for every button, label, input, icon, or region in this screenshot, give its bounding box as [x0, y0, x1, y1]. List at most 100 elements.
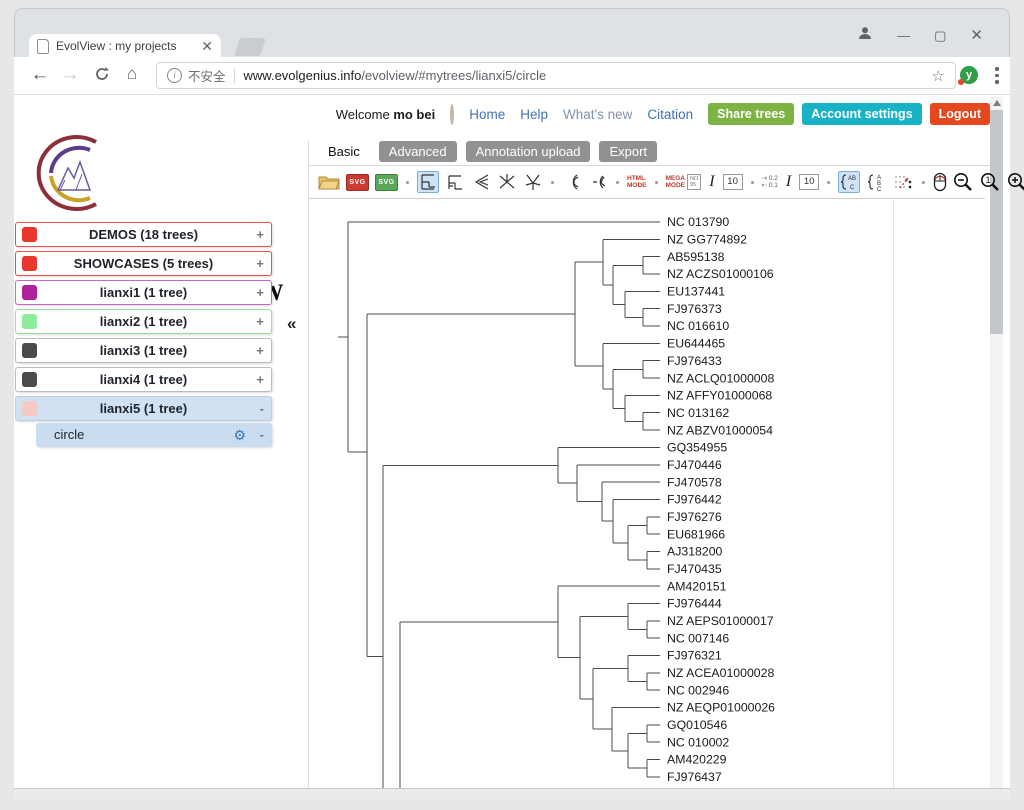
- reload-icon[interactable]: [90, 66, 114, 88]
- tab-annotation-upload[interactable]: Annotation upload: [466, 141, 591, 162]
- sidebar-item-lianxi4[interactable]: lianxi4 (1 tree)+: [15, 367, 272, 392]
- export-svg-red-icon[interactable]: SVG: [346, 174, 369, 191]
- minimize-icon[interactable]: —: [897, 27, 910, 45]
- leaf-label: AM420229: [667, 753, 727, 767]
- collapse-button[interactable]: -: [260, 397, 264, 420]
- share-trees-button[interactable]: Share trees: [708, 103, 794, 125]
- unrooted-tree-icon[interactable]: [497, 172, 517, 192]
- leaf-label: NZ ACLQ01000008: [667, 371, 774, 385]
- leaf-label: NZ ACEA01000028: [667, 666, 774, 680]
- mouse-mode-icon[interactable]: [933, 172, 947, 192]
- tab-close-icon[interactable]: ✕: [201, 38, 213, 55]
- project-label: lianxi3 (1 tree): [16, 339, 271, 362]
- sidebar-item-lianxi3[interactable]: lianxi3 (1 tree)+: [15, 338, 272, 363]
- tree-item-circle[interactable]: circle ⚙ -: [36, 423, 272, 447]
- collapse-tree-button[interactable]: -: [260, 423, 264, 447]
- leaf-label: EU644465: [667, 337, 725, 351]
- sidebar-collapse-handle[interactable]: «: [287, 314, 296, 334]
- expand-button[interactable]: +: [256, 223, 264, 246]
- sidebar-item-lianxi5[interactable]: lianxi5 (1 tree)-: [15, 396, 272, 421]
- project-list: DEMOS (18 trees)+ SHOWCASES (5 trees)+ lia…: [15, 222, 272, 425]
- bookmark-star-icon[interactable]: ☆: [932, 67, 945, 85]
- site-header: Welcome mo bei HomeHelpWhat's newCitatio…: [390, 96, 990, 132]
- leaf-label: EU137441: [667, 285, 725, 299]
- sidebar-item-demos[interactable]: DEMOS (18 trees)+: [15, 222, 272, 247]
- open-folder-icon[interactable]: [318, 173, 340, 191]
- svg-text:C: C: [850, 185, 855, 191]
- sort-leaf-labels-icon[interactable]: ABC: [866, 172, 886, 192]
- project-label: lianxi2 (1 tree): [16, 310, 271, 333]
- project-label: lianxi5 (1 tree): [16, 397, 271, 420]
- expand-button[interactable]: +: [256, 252, 264, 275]
- url-path: /evolview/#mytrees/lianxi5/circle: [361, 68, 546, 83]
- page-scrollbar-thumb[interactable]: [990, 110, 1003, 334]
- nav-link-help[interactable]: Help: [520, 107, 548, 122]
- tab-export[interactable]: Export: [599, 141, 657, 162]
- project-label: lianxi4 (1 tree): [16, 368, 271, 391]
- tab-basic[interactable]: Basic: [318, 141, 370, 162]
- expand-button[interactable]: +: [256, 368, 264, 391]
- star-tree-icon[interactable]: [523, 172, 543, 192]
- user-avatar-icon[interactable]: [450, 104, 454, 125]
- leaf-label: FJ470435: [667, 562, 722, 576]
- url-field[interactable]: i 不安全 www.evolgenius.info /evolview/#myt…: [156, 62, 956, 89]
- expand-button[interactable]: +: [256, 281, 264, 304]
- logout-button[interactable]: Logout: [930, 103, 990, 125]
- account-settings-button[interactable]: Account settings: [802, 103, 921, 125]
- zoom-reset-icon[interactable]: 1: [979, 171, 1001, 193]
- gear-icon[interactable]: ⚙: [233, 423, 246, 447]
- sidebar-item-lianxi2[interactable]: lianxi2 (1 tree)+: [15, 309, 272, 334]
- branch-label-italic-icon[interactable]: I: [784, 173, 793, 191]
- circular-tree-icon[interactable]: [562, 172, 582, 192]
- phylogenetic-tree-canvas[interactable]: NC 013790NZ GG774892AB595138NZ ACZS01000…: [309, 200, 990, 788]
- tab-advanced[interactable]: Advanced: [379, 141, 457, 162]
- back-icon[interactable]: ←: [28, 64, 52, 86]
- leaf-label: FJ976276: [667, 510, 722, 524]
- zoom-in-icon[interactable]: [1006, 171, 1024, 193]
- mode-tabs: Basic Advanced Annotation upload Export: [318, 141, 657, 162]
- rect-tree-icon[interactable]: [417, 171, 439, 193]
- info-icon[interactable]: i: [167, 68, 182, 83]
- browser-addressbar: ← → ⌂ i 不安全 www.evolgenius.info /evolvie…: [14, 57, 1010, 95]
- new-tab-button[interactable]: [234, 38, 266, 56]
- nav-link-home[interactable]: Home: [469, 107, 505, 122]
- rect-tree-alt-icon[interactable]: [445, 172, 465, 192]
- maximize-icon[interactable]: ▢: [934, 27, 946, 45]
- circular-tree-alt-icon[interactable]: [588, 172, 608, 192]
- browser-menu-icon[interactable]: [995, 67, 999, 87]
- security-label: 不安全: [188, 66, 226, 85]
- forward-icon[interactable]: →: [58, 64, 82, 86]
- mega-mode-button[interactable]: MEGAMODENO95: [666, 174, 702, 190]
- export-svg-green-icon[interactable]: SVG: [375, 174, 398, 191]
- html-mode-button[interactable]: HTMLMODE: [627, 175, 647, 189]
- profile-icon[interactable]: [857, 25, 873, 46]
- leaf-label: FJ470578: [667, 475, 722, 489]
- leaf-label: GQ010546: [667, 718, 727, 732]
- toolbar-separator: [406, 181, 409, 184]
- sidebar-item-showcases[interactable]: SHOWCASES (5 trees)+: [15, 251, 272, 276]
- toolbar: SVG SVG HTMLMODE MEGAMODENO95 I 10 ⇢ 0.2⇠ 0.1 I…: [309, 166, 985, 199]
- leaf-label: FJ470446: [667, 458, 722, 472]
- leaf-font-size-box[interactable]: 10: [723, 174, 743, 190]
- expand-button[interactable]: +: [256, 310, 264, 333]
- toolbar-separator: [922, 181, 925, 184]
- scroll-up-arrow[interactable]: [993, 100, 1001, 106]
- window-close-icon[interactable]: ✕: [970, 27, 983, 45]
- branch-font-size-box[interactable]: 10: [799, 174, 819, 190]
- browser-tab[interactable]: EvolView : my projects ✕: [29, 34, 221, 58]
- slanted-tree-icon[interactable]: [471, 172, 491, 192]
- branch-length-values-icon[interactable]: ⇢ 0.2⇠ 0.1: [762, 175, 778, 189]
- dashed-align-lines-icon[interactable]: [892, 172, 914, 192]
- leaf-label-italic-icon[interactable]: I: [707, 173, 716, 191]
- leaf-label: FJ976444: [667, 597, 722, 611]
- project-color-icon: [22, 314, 37, 329]
- sidebar-item-lianxi1[interactable]: lianxi1 (1 tree)+: [15, 280, 272, 305]
- leaf-label: FJ976321: [667, 649, 722, 663]
- nav-link-what-s-new[interactable]: What's new: [563, 107, 632, 122]
- expand-button[interactable]: +: [256, 339, 264, 362]
- project-color-icon: [22, 372, 37, 387]
- zoom-out-icon[interactable]: [952, 171, 974, 193]
- home-icon[interactable]: ⌂: [120, 64, 144, 84]
- align-leaf-labels-icon[interactable]: ABC: [838, 171, 860, 193]
- nav-link-citation[interactable]: Citation: [647, 107, 693, 122]
